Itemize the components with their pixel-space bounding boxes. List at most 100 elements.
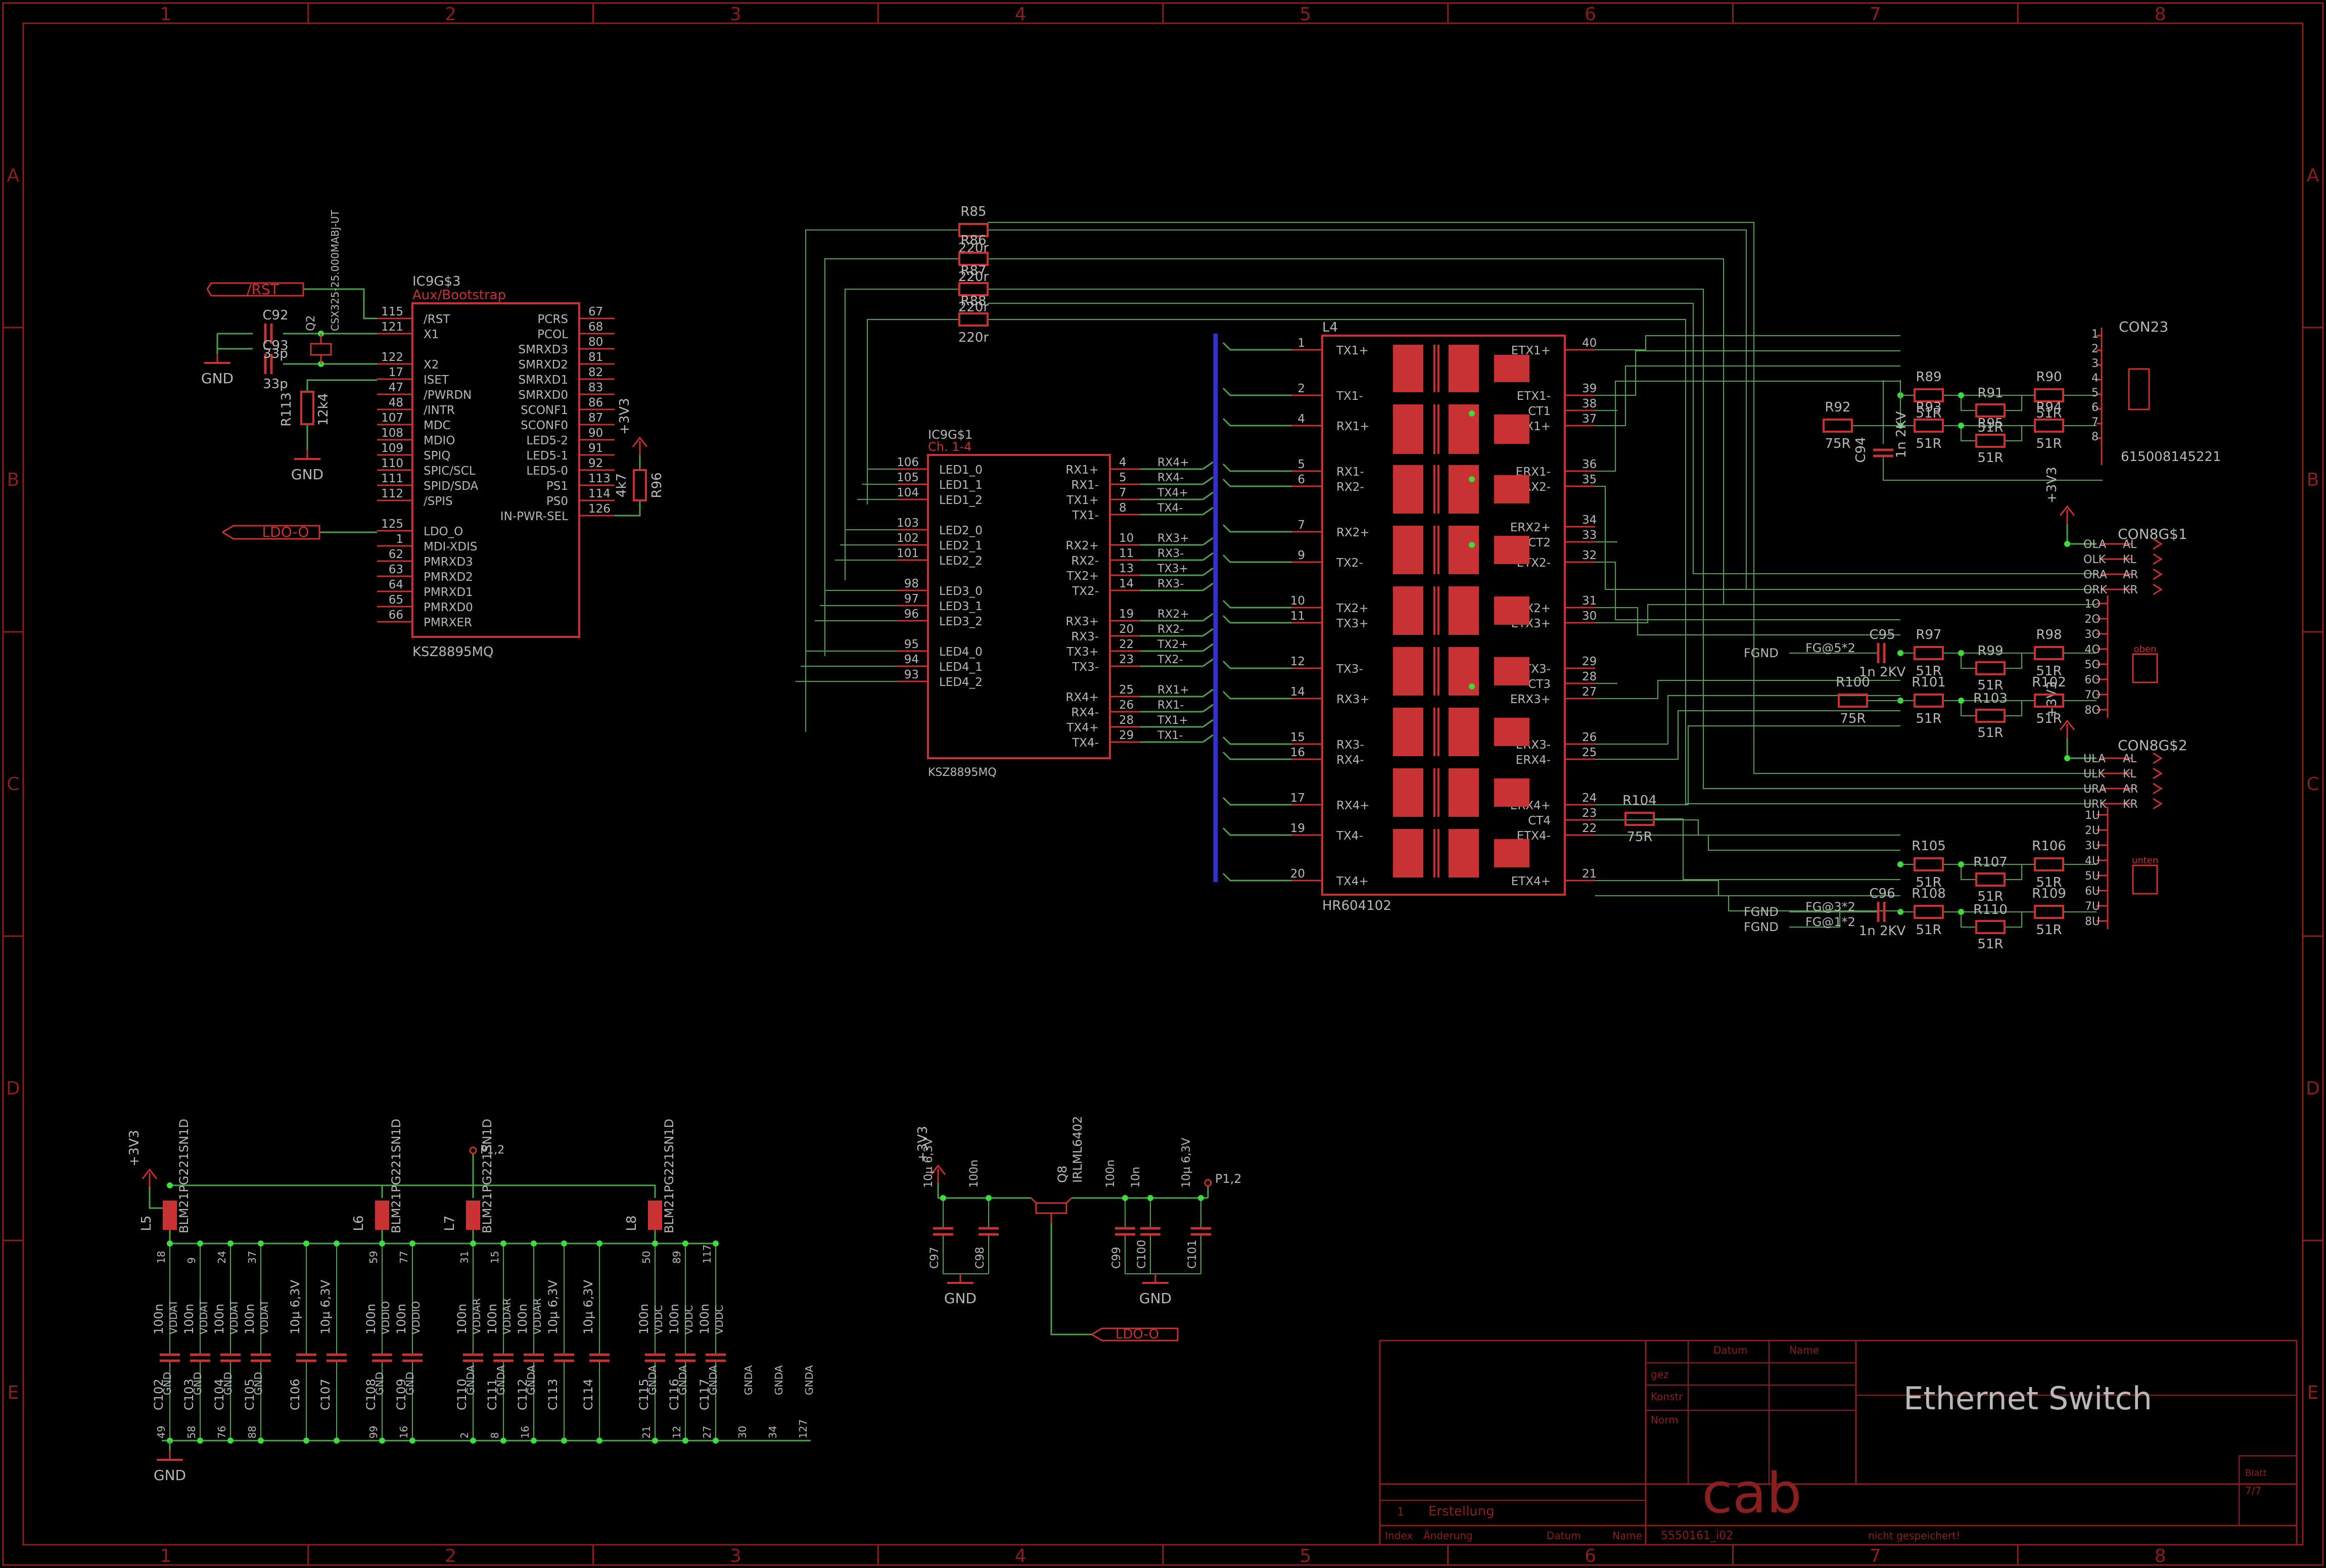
pin-number: 7	[1297, 519, 1305, 532]
signal-net	[1595, 835, 1900, 851]
led-icon	[2153, 752, 2163, 764]
pin-number: 20	[1290, 867, 1305, 881]
designator: R103	[1973, 691, 2008, 706]
resistor	[1975, 920, 2006, 934]
resistor	[1914, 646, 1944, 660]
transformer-coil	[1393, 647, 1423, 696]
net-label-text: LDO-O	[1115, 1327, 1159, 1342]
net-name: RX2+	[1157, 608, 1189, 621]
value: 100n	[182, 1304, 196, 1334]
column-marker: 2	[445, 4, 456, 25]
ferrite-bead	[648, 1201, 662, 1230]
bus-branch	[1222, 615, 1292, 624]
wire	[2005, 395, 2022, 411]
value: 100n	[152, 1304, 166, 1334]
pin-number: 34	[767, 1426, 779, 1439]
pin-name: LED5-1	[526, 449, 568, 463]
pin-name: X2	[424, 358, 439, 372]
pin-name: TX4+	[1336, 875, 1369, 888]
pin-name: LED1_2	[939, 494, 983, 507]
pin-name: MDIO	[424, 434, 455, 447]
pin-name: TX3-	[1336, 663, 1363, 676]
field-label: Datum	[1547, 1530, 1581, 1542]
pin-number: 34	[1582, 514, 1597, 527]
wire	[2005, 864, 2022, 880]
junction-dot	[379, 1240, 385, 1247]
pin-number: 2U	[2085, 824, 2100, 837]
bus-branch	[1222, 797, 1292, 806]
value: 10µ 6,3V	[318, 1279, 333, 1334]
ic-section: Ch. 1-4	[928, 440, 971, 454]
pin-name: RX1-	[1071, 479, 1099, 492]
value: 10µ 6,3V	[581, 1279, 595, 1334]
designator: R108	[1912, 886, 1946, 901]
value: 10µ 6,3V	[288, 1279, 302, 1334]
pin-name: PCRS	[537, 313, 568, 326]
pin-number: 58	[185, 1426, 198, 1439]
pin-name: RX2-	[1336, 481, 1364, 494]
resistor	[1975, 872, 2006, 887]
pin-name: PMRXER	[424, 616, 472, 629]
resistor	[1914, 388, 1944, 402]
value: 51R	[2036, 406, 2062, 421]
net-label-text: LDO-O	[262, 524, 309, 540]
pin-name: ETX1-	[1517, 390, 1551, 403]
field-label: Datum	[1713, 1344, 1748, 1356]
pin-number: 7	[2091, 416, 2099, 429]
pin-name: PMRXD1	[424, 586, 473, 599]
value: 100n	[968, 1160, 981, 1188]
supply-label: +3V3	[127, 1130, 142, 1167]
bus-entry	[1202, 613, 1214, 622]
net-name: GND	[192, 1372, 204, 1395]
value: 10µ 6,3V	[546, 1279, 560, 1334]
pin-number: 47	[389, 381, 403, 394]
pin-number: 24	[1582, 792, 1597, 805]
wire	[2005, 701, 2022, 716]
value: HR604102	[1322, 898, 1391, 913]
pin-number: 30	[736, 1426, 749, 1439]
common-mode-choke	[1494, 718, 1529, 746]
pin-number: 11	[1119, 547, 1134, 560]
pin-name: LED5-0	[526, 465, 568, 478]
led-wire	[805, 229, 959, 732]
row-marker: B	[2307, 470, 2319, 490]
column-marker: 3	[730, 4, 741, 25]
pin-number: 15	[489, 1251, 501, 1264]
net-name: VDDAT	[258, 1300, 270, 1334]
field-label: Änderung	[1423, 1530, 1473, 1542]
designator: C103	[182, 1378, 196, 1410]
junction-dot	[652, 1240, 658, 1247]
junction-dot	[561, 1438, 567, 1444]
net-name: VDDAR	[501, 1298, 513, 1334]
pin-number: 83	[588, 381, 603, 394]
pin-number: 4U	[2085, 855, 2100, 867]
pin-number: 14	[1119, 577, 1134, 590]
wire	[2005, 426, 2022, 441]
bus-entry	[1202, 643, 1214, 652]
pin-number: 23	[1119, 653, 1134, 666]
pin-number: 50	[640, 1251, 653, 1264]
resistor	[1823, 419, 1853, 433]
value: BLM21PG221SN1D	[662, 1119, 676, 1233]
designator: R96	[649, 472, 665, 498]
pin-number: 7	[1119, 486, 1127, 499]
pin-number: 26	[1119, 699, 1134, 712]
wire	[1050, 1223, 1092, 1335]
pin-number: 6	[1297, 473, 1305, 486]
value: 100n	[364, 1304, 378, 1334]
led-wire	[845, 289, 959, 580]
value: 1n 2KV	[1894, 411, 1909, 458]
pin-number: 19	[1290, 822, 1305, 835]
pin-name: KR	[2123, 798, 2138, 811]
pin-name: LED2_0	[939, 524, 983, 537]
junction-dot	[682, 1438, 688, 1444]
row-marker: A	[7, 165, 20, 186]
pin-number: 104	[897, 486, 919, 499]
resistor	[2034, 646, 2064, 660]
signal-net	[1595, 607, 1900, 635]
bus-entry	[1202, 658, 1214, 667]
pin-number: 16	[519, 1426, 531, 1439]
pin-name: SPIQ	[424, 449, 450, 463]
termination-termination_top: R8951RR9151RR9051RR9351RR9551RR9451RR927…	[1823, 370, 2064, 466]
pin-number: 3	[2091, 357, 2099, 370]
